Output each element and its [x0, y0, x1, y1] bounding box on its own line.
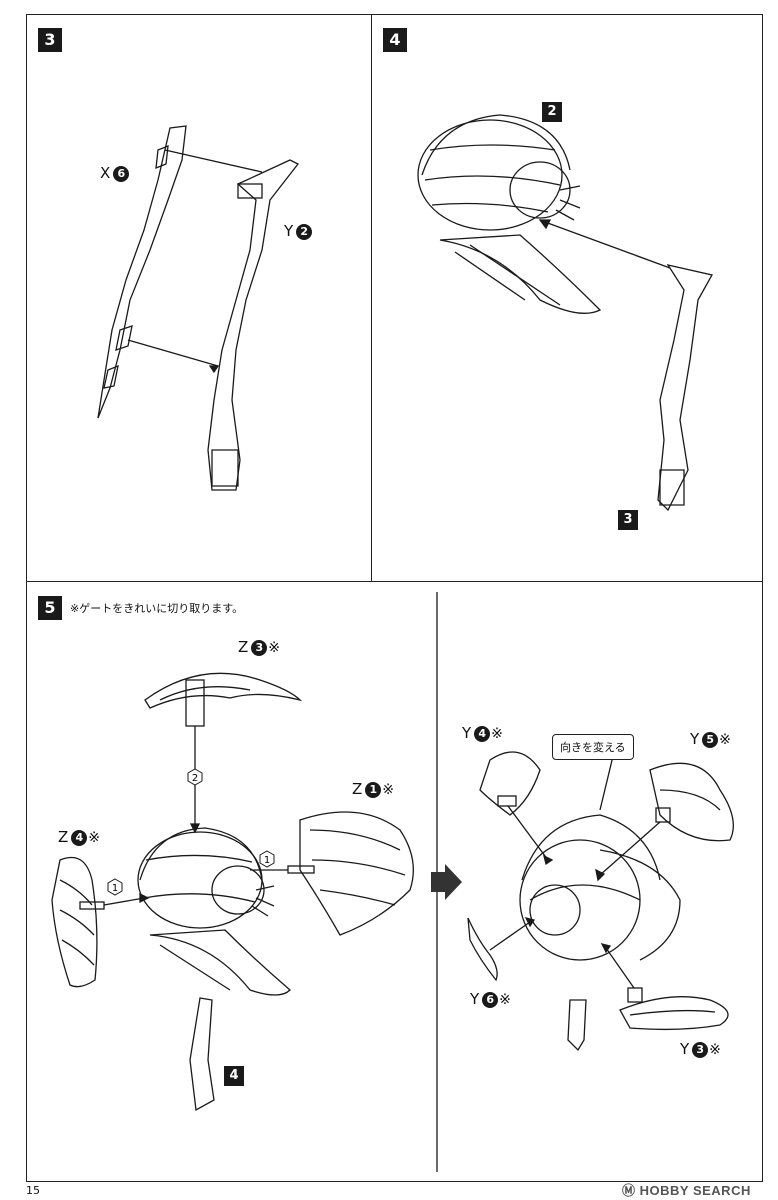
label-y5-mark: ※ [719, 732, 731, 748]
order-marker-1a: 1 [107, 878, 123, 896]
label-y2-letter: Y [284, 222, 294, 240]
label-z3-mark: ※ [268, 640, 281, 656]
part-y4 [479, 751, 554, 866]
label-z1-letter: Z [352, 780, 363, 798]
label-y2-num: 2 [296, 224, 313, 240]
label-y5-num: 5 [702, 732, 719, 748]
watermark-text: HOBBY SEARCH [639, 1183, 751, 1198]
watermark-logo-icon: Ⓜ [622, 1183, 640, 1198]
label-z4-num: 4 [71, 830, 88, 846]
callout-rotate: 向きを変える [552, 734, 634, 760]
order-marker-1b-text: 1 [264, 855, 270, 866]
part-y-arm-step4 [657, 264, 713, 512]
label-x6-num: 6 [113, 166, 130, 182]
part-y6 [467, 917, 536, 982]
label-z4-letter: Z [58, 828, 69, 846]
part-y5 [595, 762, 734, 882]
label-z3-letter: Z [238, 638, 249, 656]
part-y3 [600, 943, 729, 1031]
step-badge-3: 3 [38, 28, 62, 52]
label-y3-num: 3 [692, 1042, 709, 1058]
ref-badge-4: 4 [224, 1066, 244, 1086]
part-wing-assembly-step4 [417, 114, 671, 314]
part-z3-top [144, 672, 303, 834]
part-z1-right [250, 811, 414, 936]
order-marker-2: 2 [187, 768, 203, 786]
label-y4-mark: ※ [491, 726, 503, 742]
label-z3-num: 3 [251, 640, 268, 656]
label-y5-letter: Y [690, 730, 700, 748]
part-rotated-assembly [519, 751, 681, 1052]
gate-note: ※ゲートをきれいに切り取ります。 [70, 602, 244, 615]
label-z1-num: 1 [365, 782, 382, 798]
label-y6-num: 6 [482, 992, 499, 1008]
label-y6-mark: ※ [499, 992, 511, 1008]
label-y3-letter: Y [680, 1040, 690, 1058]
next-arrow [431, 864, 462, 900]
order-marker-1b: 1 [259, 850, 275, 868]
order-marker-1a-text: 1 [112, 883, 118, 894]
order-marker-2-text: 2 [192, 773, 198, 784]
step-badge-4: 4 [383, 28, 407, 52]
part-x6-arm [97, 125, 263, 419]
panel-step-5 [26, 581, 763, 1182]
label-x6-letter: X [100, 164, 111, 182]
label-z4-mark: ※ [88, 830, 101, 846]
part-z4-left [51, 856, 150, 988]
label-y6-letter: Y [470, 990, 480, 1008]
ref-badge-2: 2 [542, 102, 562, 122]
watermark: Ⓜ HOBBY SEARCH [622, 1180, 751, 1199]
label-z1-mark: ※ [382, 782, 395, 798]
label-y4-letter: Y [462, 724, 472, 742]
step-badge-5: 5 [38, 596, 62, 620]
label-y3-mark: ※ [709, 1042, 721, 1058]
part-wing-assembly-step5 [137, 827, 291, 1112]
ref-badge-3: 3 [618, 510, 638, 530]
part-y2-arm [207, 159, 299, 491]
page-number: 15 [26, 1184, 40, 1197]
label-y4-num: 4 [474, 726, 491, 742]
